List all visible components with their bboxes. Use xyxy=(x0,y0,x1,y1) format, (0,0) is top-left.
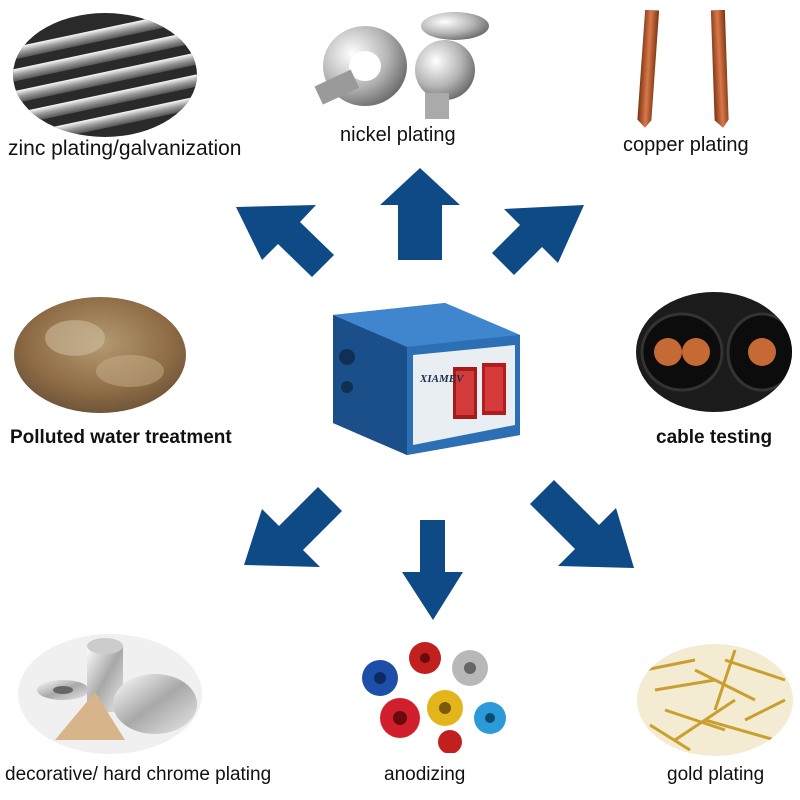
arrow-up xyxy=(380,168,460,260)
arrow-down-right xyxy=(530,480,634,568)
copper-plating-label: copper plating xyxy=(623,134,749,156)
copper-rods-image xyxy=(637,10,729,128)
cable-testing-label: cable testing xyxy=(656,427,773,448)
cable-image xyxy=(636,292,792,412)
arrow-down-left xyxy=(244,487,342,567)
chrome-plating-label: decorative/ hard chrome plating xyxy=(5,764,272,785)
gold-plating-label: gold plating xyxy=(667,764,765,785)
nickel-parts-image xyxy=(314,12,489,119)
water-treatment-label: Polluted water treatment xyxy=(10,427,232,448)
zinc-plating-label: zinc plating/galvanization xyxy=(8,137,242,160)
anodized-parts-image xyxy=(362,642,506,753)
brand-label: XIAMEV xyxy=(420,373,464,385)
nickel-plating-label: nickel plating xyxy=(340,124,456,146)
gold-pins-image xyxy=(637,644,793,756)
power-supply-unit: XIAMEV xyxy=(325,295,525,455)
anodizing-label: anodizing xyxy=(384,764,466,785)
chrome-parts-image xyxy=(18,634,202,754)
arrow-down xyxy=(402,520,463,620)
arrow-up-right xyxy=(492,205,584,275)
polluted-water-image xyxy=(14,297,186,413)
arrow-up-left xyxy=(236,205,334,277)
zinc-rods-image xyxy=(13,13,197,137)
